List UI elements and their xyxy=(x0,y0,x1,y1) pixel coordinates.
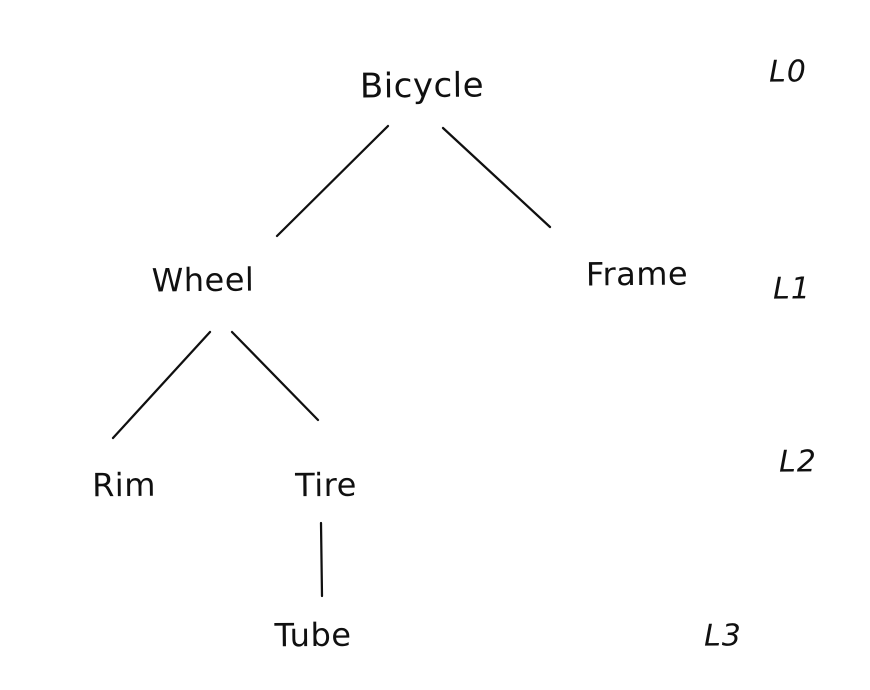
level-label-3: L3 xyxy=(703,618,743,654)
edge-bicycle-frame xyxy=(441,126,552,229)
node-frame: Frame xyxy=(585,254,689,294)
node-wheel: Wheel xyxy=(151,260,255,300)
edge-bicycle-wheel xyxy=(275,124,390,238)
level-label-1: L1 xyxy=(772,271,812,307)
edge-wheel-tire xyxy=(230,330,320,422)
node-rim: Rim xyxy=(91,465,157,505)
level-label-2: L2 xyxy=(778,444,818,480)
edge-tire-tube xyxy=(319,521,324,598)
node-bicycle: Bicycle xyxy=(359,65,485,107)
level-label-0: L0 xyxy=(768,54,808,90)
node-tire: Tire xyxy=(295,465,357,505)
edge-wheel-rim xyxy=(111,330,212,440)
node-tube: Tube xyxy=(274,615,352,655)
